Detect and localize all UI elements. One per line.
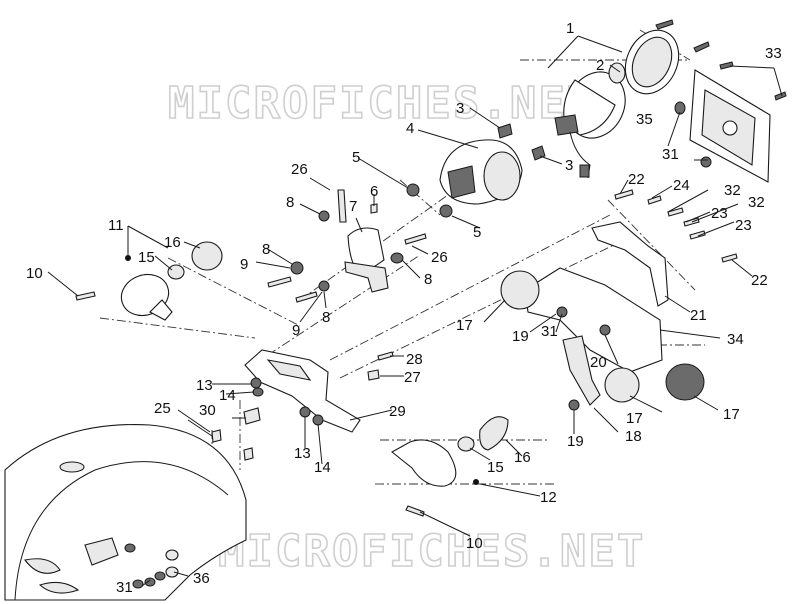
label-3a: 3 [456,100,464,117]
label-27: 27 [404,369,421,386]
label-28: 28 [406,351,423,368]
label-19b: 19 [567,433,584,450]
label-33: 33 [765,45,782,62]
label-5a: 5 [352,149,360,166]
label-26b: 26 [431,249,448,266]
label-23a: 23 [711,205,728,222]
tail-light-housing [406,123,546,218]
label-16a: 16 [164,234,181,251]
label-16b: 16 [514,449,531,466]
label-17b: 17 [626,410,643,427]
label-6: 6 [370,183,378,200]
label-15a: 15 [138,249,155,266]
left-turn-signal [75,241,223,321]
label-13a: 13 [196,377,213,394]
label-32a: 32 [724,182,741,199]
mounting-bracket [267,189,427,303]
label-3b: 3 [565,157,573,174]
label-36: 36 [193,570,210,587]
label-8c: 8 [424,271,432,288]
label-10a: 10 [26,265,43,282]
label-31a: 31 [662,146,679,163]
right-turn-signal [391,416,509,517]
label-13b: 13 [294,445,311,462]
center-mounting-plate [211,349,394,461]
label-34: 34 [727,331,744,348]
callout-labels: 1 2 3 3 4 5 5 6 7 8 8 8 8 9 9 10 10 11 1… [26,20,782,596]
label-31b: 31 [541,323,558,340]
label-15b: 15 [487,459,504,476]
label-22b: 22 [751,272,768,289]
label-7: 7 [349,198,357,215]
label-17a: 17 [456,317,473,334]
label-12: 12 [540,489,557,506]
label-10b: 10 [466,535,483,552]
label-9b: 9 [292,322,300,339]
label-11: 11 [108,217,124,234]
label-2: 2 [596,57,604,74]
label-21: 21 [690,307,707,324]
label-31c: 31 [116,579,133,596]
label-26a: 26 [291,161,308,178]
label-23b: 23 [735,217,752,234]
label-5b: 5 [473,224,481,241]
label-17c: 17 [723,406,740,423]
label-14a: 14 [219,387,236,404]
watermark-top: MICROFICHES.NET [168,78,595,129]
label-18: 18 [625,428,642,445]
label-22a: 22 [628,171,645,188]
label-8a: 8 [286,194,294,211]
label-20: 20 [590,354,607,371]
watermark-bottom: MICROFICHES.NET [218,526,645,577]
label-32b: 32 [748,194,765,211]
license-plate-bracket [674,61,787,183]
label-29: 29 [389,403,406,420]
fender-hardware [124,543,179,589]
label-1: 1 [566,20,574,37]
tail-light-assembly [554,19,710,179]
label-19a: 19 [512,328,529,345]
label-30: 30 [199,402,216,419]
label-24: 24 [673,177,690,194]
label-14b: 14 [314,459,331,476]
leader-lines [47,35,783,587]
label-8b: 8 [262,241,270,258]
label-9a: 9 [240,256,248,273]
rear-fender [4,424,247,601]
label-25: 25 [154,400,171,417]
reflector-bracket [500,189,738,411]
label-8d: 8 [322,309,330,326]
label-35: 35 [636,111,653,128]
label-4: 4 [406,120,414,137]
